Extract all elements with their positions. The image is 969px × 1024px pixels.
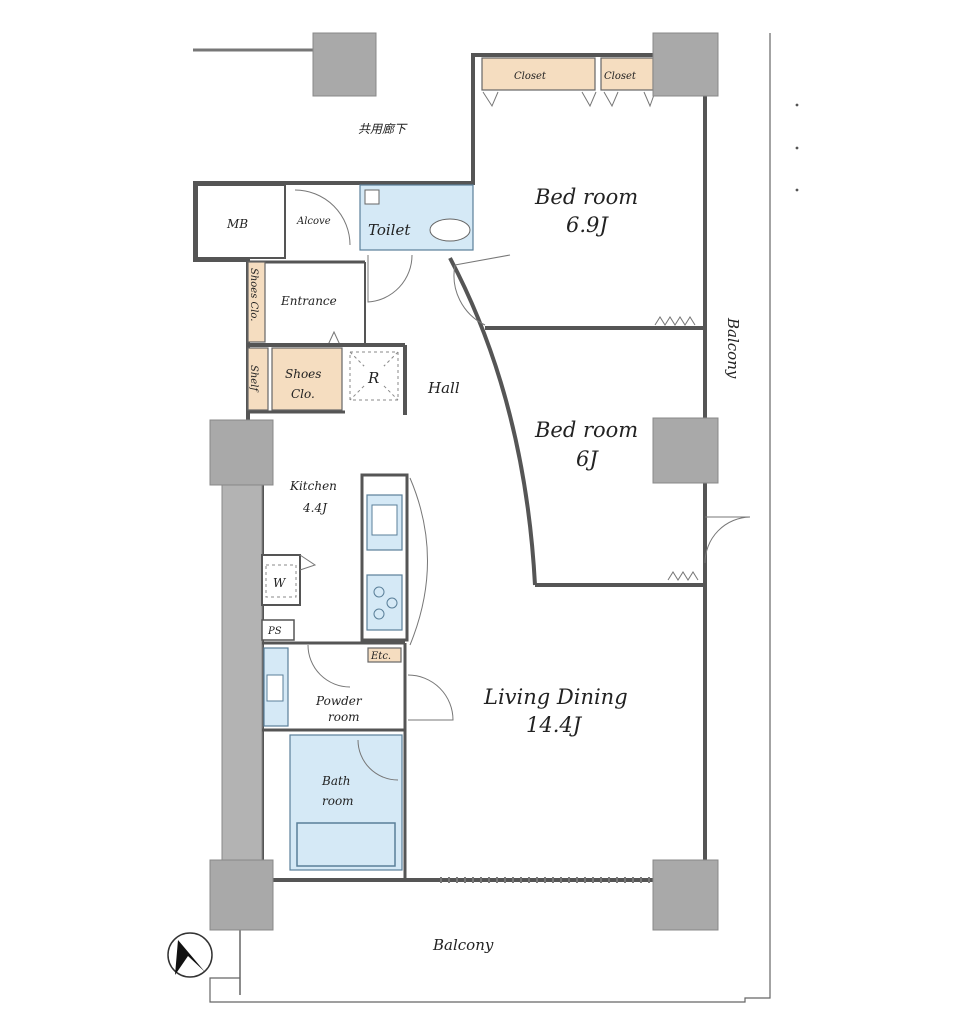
- north-arrow-icon: [167, 932, 213, 978]
- dot: [795, 188, 799, 192]
- burner-icon: [373, 586, 385, 598]
- toilet-sink-icon: [364, 189, 380, 205]
- entrance-step: [327, 330, 341, 346]
- entrance-label: Entrance: [280, 294, 337, 308]
- bedroom2-balcony-door: [704, 516, 751, 564]
- fridge-x2: [349, 351, 399, 401]
- burner-icon: [386, 597, 398, 609]
- alcove-label: Alcove: [296, 216, 331, 227]
- bedroom1-name: Bed room: [534, 185, 638, 209]
- balcony-bottom-label: Balcony: [432, 936, 494, 954]
- pillar-top-right: [652, 32, 719, 97]
- fridge-x1: [349, 351, 399, 401]
- left-structural-wall: [221, 484, 263, 866]
- living-name: Living Dining: [483, 685, 628, 709]
- alcove-door-swing: [294, 189, 351, 246]
- washer-label: W: [273, 576, 287, 590]
- closet-doors: [482, 91, 656, 108]
- kitchen-name: Kitchen: [289, 479, 337, 493]
- toilet-label: Toilet: [368, 221, 411, 239]
- powder-door-swing: [307, 644, 351, 688]
- etc-storage: [367, 647, 402, 663]
- washer-area: [261, 554, 301, 606]
- shelf-label: Shelf: [248, 365, 259, 393]
- balcony-right-label: Balcony: [724, 317, 742, 379]
- shoes-clo-line1: Shoes: [285, 367, 321, 381]
- closet-2: [600, 57, 654, 91]
- pillar-bottom-right: [652, 859, 719, 931]
- etc-label: Etc.: [370, 651, 391, 662]
- balcony-outline: [209, 33, 771, 1003]
- bedroom1-size: 6.9J: [566, 213, 609, 237]
- powder-room-line2: room: [328, 710, 360, 724]
- dot: [795, 103, 799, 107]
- powder-main-door: [407, 674, 454, 721]
- hall-label: Hall: [427, 379, 460, 397]
- curved-wall: [448, 257, 537, 586]
- closet-1: [481, 57, 596, 91]
- washer-door: [299, 554, 317, 571]
- kitchen-stove: [366, 574, 403, 631]
- mb-label: MB: [226, 217, 248, 231]
- bedroom2-size: 6J: [576, 447, 599, 471]
- ps-box: [261, 619, 295, 641]
- pillar-mid-right: [652, 417, 719, 484]
- closet-1-label: Closet: [514, 71, 547, 82]
- powder-room-line1: Powder: [315, 694, 363, 708]
- burner-icon: [373, 608, 385, 620]
- living-size: 14.4J: [526, 713, 583, 737]
- fridge-label: R: [367, 369, 379, 387]
- corridor-label: 共用廊下: [358, 122, 408, 136]
- kitchen-size: 4.4J: [302, 501, 328, 515]
- counter-curve: [409, 477, 428, 646]
- shoes-clo-line2: Clo.: [291, 387, 315, 401]
- dot: [795, 146, 799, 150]
- bathtub: [296, 822, 396, 867]
- pillar-left-top: [209, 419, 274, 486]
- closet-2-label: Closet: [604, 71, 637, 82]
- pillar-left-bottom: [209, 859, 274, 931]
- bedroom1-door: [453, 254, 511, 326]
- shoes-closet: [271, 347, 343, 411]
- bedroom1-closet-door: [654, 316, 696, 326]
- bath-door-swing: [357, 739, 399, 781]
- corridor-pillar: [312, 32, 377, 97]
- vanity-sink-icon: [266, 674, 284, 702]
- mb-box: [196, 184, 286, 259]
- toilet-door: [367, 254, 413, 303]
- ps-label: PS: [267, 626, 282, 637]
- bedroom2-name: Bed room: [534, 418, 638, 442]
- shoes-clo-vertical-label: Shoes Clo.: [248, 268, 259, 321]
- toilet-bowl-icon: [429, 218, 471, 242]
- washer-space: [265, 564, 297, 598]
- bath-room-line2: room: [322, 794, 354, 808]
- bedroom2-closet-door: [667, 571, 699, 581]
- bath-room-line1: Bath: [321, 774, 351, 788]
- refrigerator-space: [349, 351, 399, 401]
- shelf: [247, 347, 269, 411]
- fridge-label-bg: [364, 366, 384, 386]
- sink-basin-icon: [371, 504, 398, 536]
- shoes-closet-vertical: [247, 261, 266, 343]
